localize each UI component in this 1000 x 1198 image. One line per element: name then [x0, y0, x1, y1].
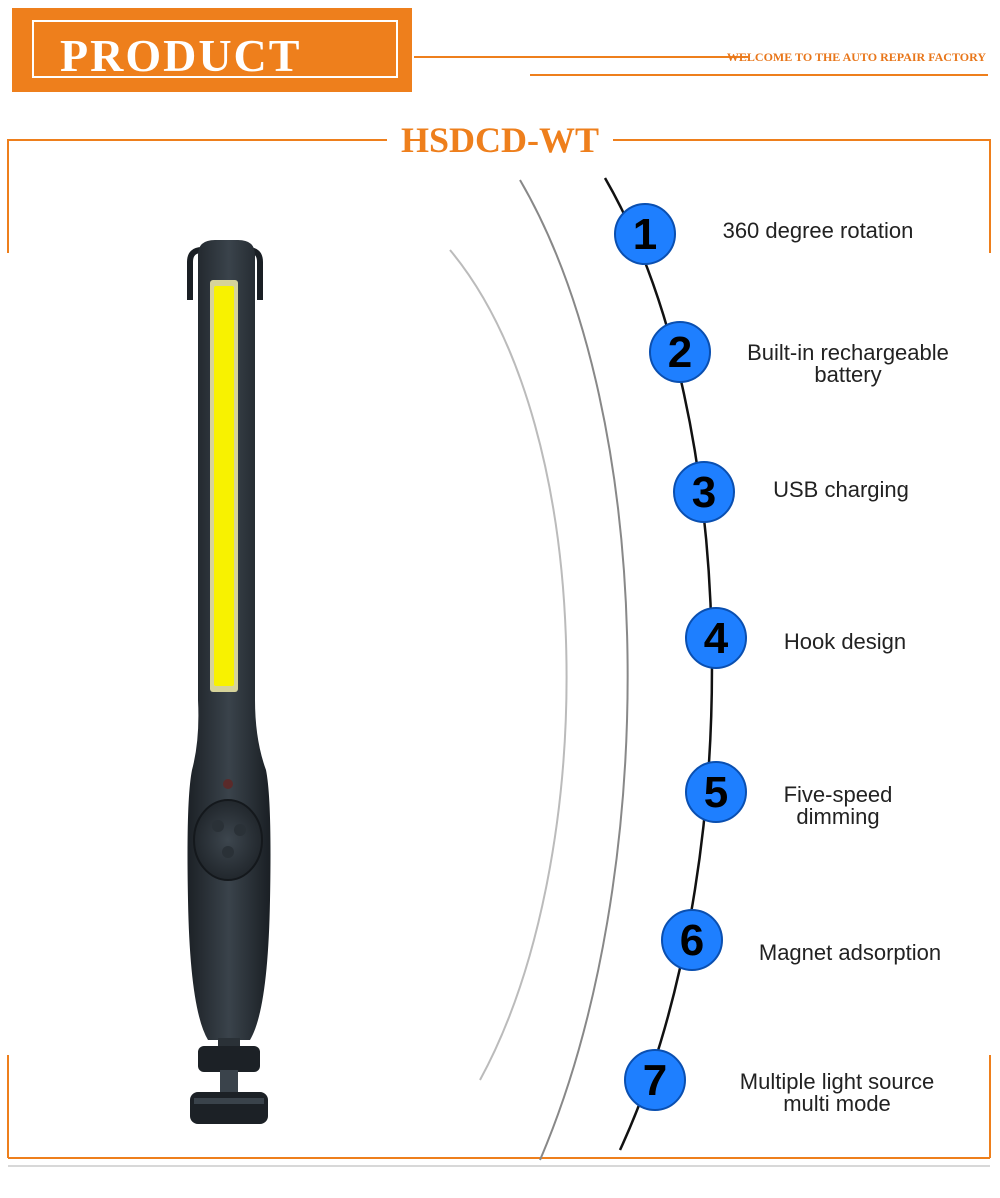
badge-5: 5	[685, 761, 747, 823]
power-button	[193, 799, 263, 881]
feature-label-1: 360 degree rotation	[722, 218, 914, 243]
badge-4: 4	[685, 607, 747, 669]
badge-2: 2	[649, 321, 711, 383]
frame-top-right	[612, 139, 991, 253]
model-title: HSDCD-WT	[0, 118, 1000, 162]
work-light-illustration	[187, 240, 271, 1124]
header-rule-bottom	[530, 74, 988, 76]
frame-top-left	[7, 139, 388, 253]
badge-number: 7	[643, 1056, 667, 1105]
feature-label-2: Built-in rechargeable battery	[747, 340, 949, 387]
swivel-ring	[198, 1046, 260, 1072]
indicator-light	[223, 779, 233, 789]
swivel-stem	[220, 1070, 238, 1094]
welcome-text: WELCOME TO THE AUTO REPAIR FACTORY	[726, 50, 986, 64]
arc-outer	[603, 177, 714, 1151]
badge-6: 6	[661, 909, 723, 971]
badge-number: 1	[633, 210, 657, 259]
header-rule-top	[414, 56, 748, 58]
badge-number: 5	[704, 768, 728, 817]
badge-number: 4	[704, 614, 729, 663]
banner-frame	[32, 20, 398, 78]
feature-label-7: Multiple light source multi mode	[739, 1069, 935, 1116]
badge-number: 2	[668, 328, 692, 377]
badge-number: 6	[680, 916, 704, 965]
arc-inner	[449, 249, 568, 1081]
arc-middle	[519, 179, 629, 1161]
badge-1: 1	[614, 203, 676, 265]
feature-label-4: Hook design	[783, 629, 907, 654]
feature-label-5: Five-speed dimming	[783, 782, 893, 829]
badge-3: 3	[673, 461, 735, 523]
magnet-base	[190, 1092, 268, 1124]
badge-number: 3	[692, 468, 716, 517]
badge-7: 7	[624, 1049, 686, 1111]
product-banner: PRODUCT	[12, 8, 412, 92]
feature-label-6: Magnet adsorption	[758, 940, 942, 965]
banner-title: PRODUCT	[60, 30, 302, 81]
feature-label-3: USB charging	[773, 477, 909, 502]
